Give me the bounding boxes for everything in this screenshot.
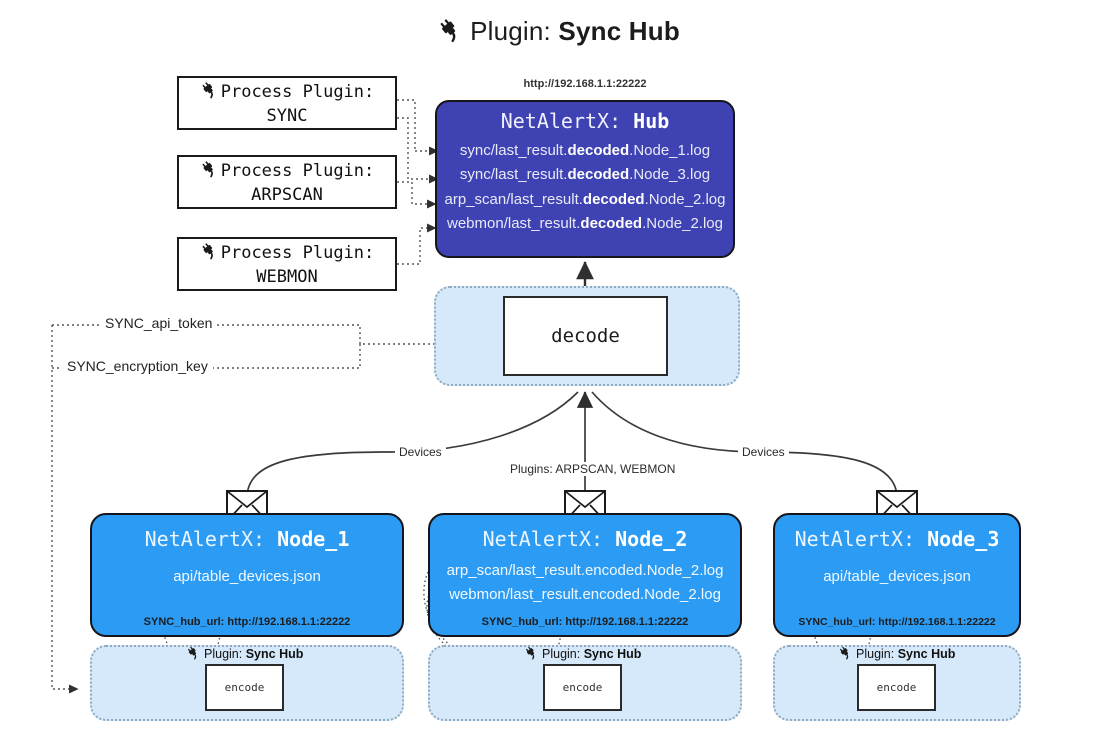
node-log-line: api/table_devices.json xyxy=(173,568,321,585)
plug-icon xyxy=(200,159,219,183)
encode-label: encode xyxy=(562,681,603,694)
edge-label-plugins-center: Plugins: ARPSCAN, WEBMON xyxy=(506,462,680,476)
node-title: NetAlertX: Node_1 xyxy=(145,527,350,551)
plugin-tag-sync-hub: Plugin: Sync Hub xyxy=(186,645,303,663)
hub-log-bold: decoded xyxy=(567,142,630,159)
process-plugin-heading: Process Plugin: xyxy=(200,80,375,104)
encode-box-node-2[interactable]: encode xyxy=(543,664,622,711)
hub-log-line: arp_scan/last_result.decoded.Node_2.log xyxy=(445,188,726,212)
credential-label-api-token: SYNC_api_token xyxy=(100,315,218,331)
edge-label-devices-right: Devices xyxy=(738,445,789,459)
plug-icon xyxy=(838,645,853,663)
process-plugin-label: Process Plugin: xyxy=(220,161,375,181)
node-title-name: Node_1 xyxy=(277,527,350,551)
process-plugin-heading: Process Plugin: xyxy=(200,241,375,265)
process-plugin-heading: Process Plugin: xyxy=(200,159,375,183)
hub-log-post: .Node_3.log xyxy=(629,166,711,184)
hub-log-pre: sync/last_result. xyxy=(459,142,568,159)
encode-box-node-1[interactable]: encode xyxy=(205,664,284,711)
plugin-tag-name: Sync Hub xyxy=(245,647,304,661)
hub-title: NetAlertX: Hub xyxy=(501,109,670,133)
encode-label: encode xyxy=(224,681,265,694)
hub-log-bold: decoded xyxy=(567,166,630,184)
plug-icon xyxy=(524,645,539,663)
node-title-prefix: NetAlertX: xyxy=(144,527,266,551)
hub-log-post: .Node_2.log xyxy=(642,214,723,232)
node-hub-url: SYNC_hub_url: http://192.168.1.1:22222 xyxy=(798,616,996,628)
plug-icon xyxy=(437,16,464,50)
plugin-tag-name: Sync Hub xyxy=(583,647,642,661)
hub-log-pre: arp_scan/last_result. xyxy=(444,190,583,208)
node-hub-url: SYNC_hub_url: http://192.168.1.1:22222 xyxy=(143,616,351,628)
process-plugin-name: WEBMON xyxy=(256,267,318,287)
process-plugin-label: Process Plugin: xyxy=(220,243,375,263)
hub-node[interactable]: NetAlertX: Hub sync/last_result.decoded.… xyxy=(435,100,735,258)
process-plugin-box-sync[interactable]: Process Plugin: SYNC xyxy=(177,76,397,130)
credential-label-encryption-key: SYNC_encryption_key xyxy=(62,358,213,374)
hub-url-label: http://192.168.1.1:22222 xyxy=(523,78,647,90)
plug-icon xyxy=(200,80,219,104)
node-title-prefix: NetAlertX: xyxy=(482,527,604,551)
node-log-line: webmon/last_result.encoded.Node_2.log xyxy=(449,586,721,603)
node-box-node-3[interactable]: NetAlertX: Node_3 api/table_devices.json… xyxy=(773,513,1021,637)
process-plugin-box-webmon[interactable]: Process Plugin: WEBMON xyxy=(177,237,397,291)
process-plugin-label: Process Plugin: xyxy=(220,82,375,102)
hub-log-pre: sync/last_result. xyxy=(459,166,568,184)
encode-label: encode xyxy=(876,681,917,694)
node-title-name: Node_2 xyxy=(615,527,688,551)
plugin-tag-sync-hub: Plugin: Sync Hub xyxy=(838,645,955,663)
hub-log-line: sync/last_result.decoded.Node_1.log xyxy=(460,139,710,163)
decode-box[interactable]: decode xyxy=(503,296,668,376)
encode-box-node-3[interactable]: encode xyxy=(857,664,936,711)
hub-log-post: .Node_2.log xyxy=(644,190,726,208)
plugin-tag-prefix: Plugin: xyxy=(204,647,243,661)
plug-icon xyxy=(186,645,201,663)
node-title-name: Node_3 xyxy=(927,527,1000,551)
node-box-node-2[interactable]: NetAlertX: Node_2 arp_scan/last_result.e… xyxy=(428,513,742,637)
node-box-node-1[interactable]: NetAlertX: Node_1 api/table_devices.json… xyxy=(90,513,404,637)
hub-log-post: .Node_1.log xyxy=(629,142,711,159)
page-title: Plugin: Sync Hub xyxy=(0,16,1117,50)
plugin-tag-prefix: Plugin: xyxy=(856,647,895,661)
plugin-tag-prefix: Plugin: xyxy=(542,647,581,661)
decode-label: decode xyxy=(551,325,620,347)
hub-log-bold: decoded xyxy=(582,190,645,208)
node-title: NetAlertX: Node_3 xyxy=(795,527,1000,551)
node-hub-url: SYNC_hub_url: http://192.168.1.1:22222 xyxy=(481,616,689,628)
plugin-tag-name: Sync Hub xyxy=(897,647,956,661)
node-title: NetAlertX: Node_2 xyxy=(483,527,688,551)
node-log-line: arp_scan/last_result.encoded.Node_2.log xyxy=(446,562,724,579)
process-plugin-name: SYNC xyxy=(266,106,308,126)
hub-title-prefix: NetAlertX: xyxy=(500,109,622,133)
plugin-tag-sync-hub: Plugin: Sync Hub xyxy=(524,645,641,663)
hub-log-pre: webmon/last_result. xyxy=(447,214,581,232)
process-plugin-name: ARPSCAN xyxy=(251,185,323,205)
edge-label-devices-left: Devices xyxy=(395,445,446,459)
hub-log-line: webmon/last_result.decoded.Node_2.log xyxy=(447,212,723,236)
hub-log-line: sync/last_result.decoded.Node_3.log xyxy=(460,163,710,187)
node-log-line: api/table_devices.json xyxy=(823,568,971,585)
hub-title-name: Hub xyxy=(633,109,670,133)
plug-icon xyxy=(200,241,219,265)
hub-log-bold: decoded xyxy=(580,214,643,232)
page-title-name: Sync Hub xyxy=(558,16,680,46)
page-title-prefix: Plugin: xyxy=(470,16,551,46)
process-plugin-box-arpscan[interactable]: Process Plugin: ARPSCAN xyxy=(177,155,397,209)
node-title-prefix: NetAlertX: xyxy=(794,527,916,551)
